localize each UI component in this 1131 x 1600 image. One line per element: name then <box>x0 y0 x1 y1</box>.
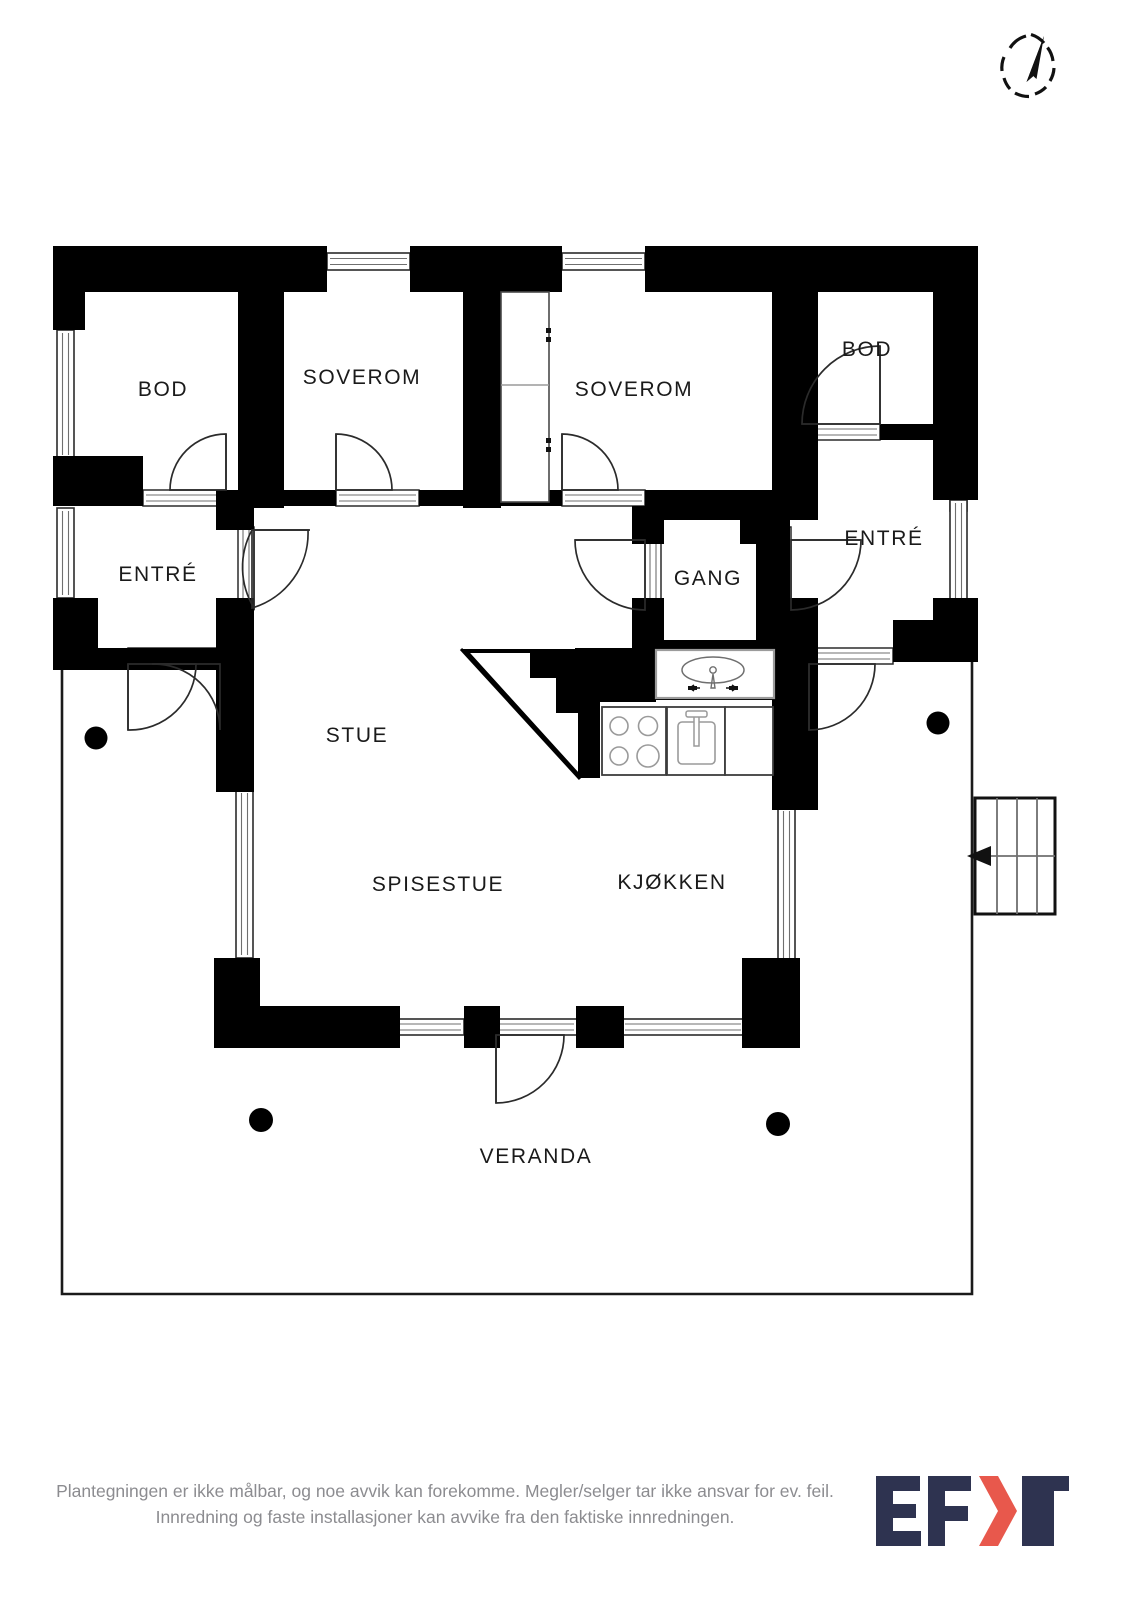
door-opening-entre-left-stue <box>237 526 255 610</box>
window-kjokken-east <box>777 807 796 964</box>
exterior-stairs <box>967 796 1057 916</box>
veranda-posts <box>84 711 950 1136</box>
room-label-bod-left: BOD <box>137 378 189 401</box>
sink-icon <box>666 706 726 776</box>
footer: Plantegningen er ikke målbar, og noe avv… <box>0 1478 1131 1588</box>
room-label-stue: STUE <box>325 724 389 747</box>
room-label-soverom-1: SOVEROM <box>302 366 422 389</box>
post-ne <box>926 711 950 735</box>
room-label-gang: GANG <box>673 567 743 590</box>
terrace-door-opening <box>496 1018 578 1036</box>
veranda-outline <box>60 662 974 1296</box>
post-sw <box>249 1108 273 1132</box>
door-opening-entre-right-inner <box>804 647 894 665</box>
room-label-veranda: VERANDA <box>479 1145 593 1168</box>
window-right-2 <box>949 499 968 611</box>
room-label-soverom-2: SOVEROM <box>574 378 694 401</box>
door-opening-bod-left <box>142 489 227 507</box>
disclaimer-line-2: Innredning og faste installasjoner kan a… <box>155 1507 735 1527</box>
room-label-kjokken: KJØKKEN <box>617 871 727 894</box>
window-bottom-2 <box>621 1018 745 1036</box>
north-arrow-icon <box>1000 32 1056 99</box>
window-left-1 <box>56 329 75 459</box>
room-label-entre-right: ENTRÉ <box>844 527 924 550</box>
window-left-2 <box>56 507 75 599</box>
door-opening-soverom-1 <box>335 489 420 507</box>
counter-fixture <box>724 706 774 776</box>
door-opening-soverom-2 <box>561 489 646 507</box>
wardrobe-fixture <box>500 291 551 503</box>
disclaimer-line-1: Plantegningen er ikke målbar, og noe avv… <box>56 1481 834 1501</box>
window-top-2 <box>561 252 646 271</box>
disclaimer-text: Plantegningen er ikke målbar, og noe avv… <box>30 1478 860 1530</box>
efkit-logo <box>876 1476 1069 1546</box>
post-nw <box>84 726 108 750</box>
ceiling-fan-icon <box>654 648 776 700</box>
window-stue-west <box>235 789 254 959</box>
room-label-bod-right: BOD <box>841 338 893 361</box>
window-top-1 <box>326 252 411 271</box>
room-label-spisestue: SPISESTUE <box>371 873 505 896</box>
room-label-entre-left: ENTRÉ <box>118 563 198 586</box>
door-leaf-lines <box>127 346 881 1103</box>
cooktop-icon <box>601 706 667 776</box>
post-se <box>766 1112 790 1136</box>
wall-details <box>600 600 664 702</box>
door-swings <box>127 345 881 1104</box>
